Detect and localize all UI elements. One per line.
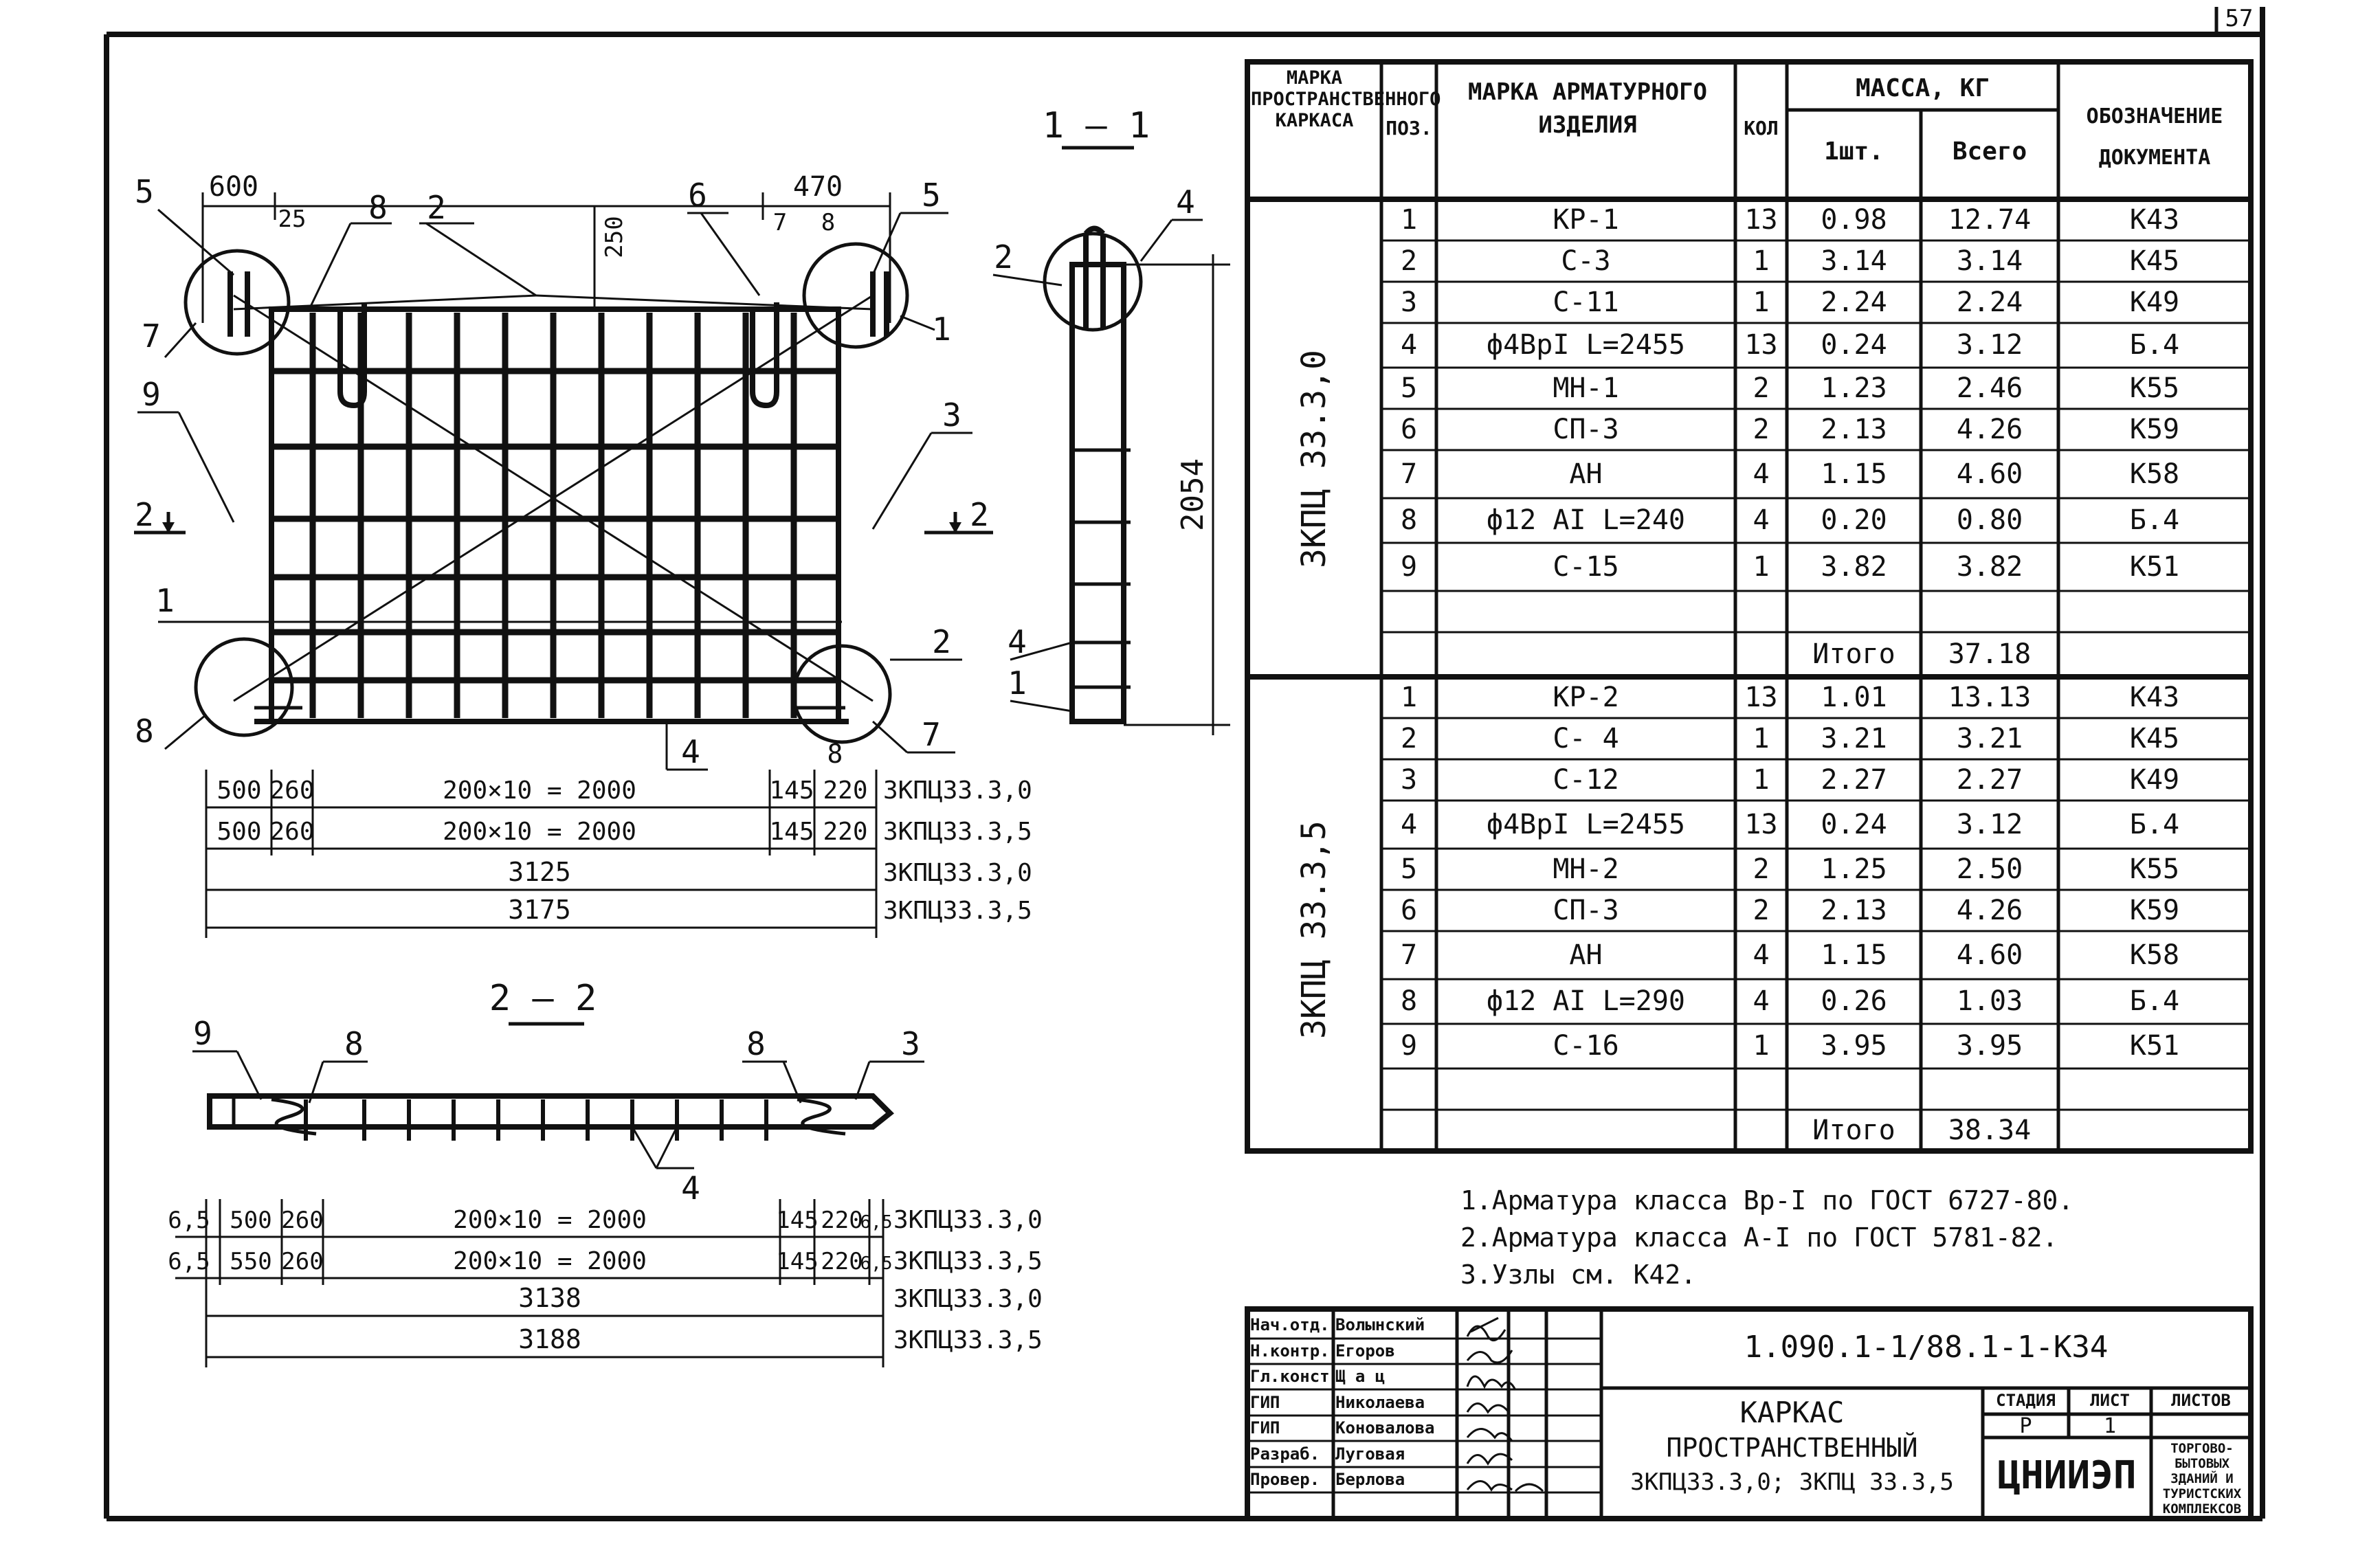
callout-3: 3 <box>942 396 961 434</box>
callout-6: 6 <box>688 177 707 214</box>
dim-total-1: 3125 <box>508 857 571 887</box>
section-2-2-title: 2 – 2 <box>489 978 597 1019</box>
s22-callout-3: 3 <box>901 1025 920 1062</box>
section-2-2: 2 – 2 9 8 8 3 4 <box>168 978 1043 1367</box>
callout-4: 4 <box>681 733 700 770</box>
section-1-1-title: 1 – 1 <box>1043 105 1150 146</box>
callout-5a: 5 <box>135 173 154 210</box>
s22-row2-b: 260 <box>281 1248 323 1275</box>
s11-callout-4b: 4 <box>1008 623 1027 660</box>
s22-total-1: 3138 <box>518 1283 581 1313</box>
callout-7a: 7 <box>773 209 787 236</box>
s22-total-2: 3188 <box>518 1324 581 1354</box>
callout-8b: 8 <box>821 209 835 236</box>
title-block <box>1245 1306 2254 1521</box>
s22-row2-f: 6,5 <box>860 1253 893 1274</box>
s11-callout-4a: 4 <box>1176 183 1195 221</box>
s22-row2-tag: 3КПЦ33.3,5 <box>893 1247 1043 1275</box>
s22-total-2-tag: 3КПЦ33.3,5 <box>893 1326 1043 1354</box>
s22-row2-e: 6,5 <box>168 1248 210 1275</box>
section-1-1-height: 2054 <box>1175 458 1210 531</box>
s22-callout-8a: 8 <box>344 1025 364 1062</box>
dim-row2-c: 145 <box>769 818 814 846</box>
section-2-2-dimensions: 6,5 500 260 200×10 = 2000 145 220 6,5 3К… <box>168 1199 1043 1367</box>
section-markers: 2 2 <box>134 496 993 535</box>
sheet-frame: 57 <box>104 5 2265 1521</box>
dim-row1-a: 500 <box>216 776 261 805</box>
s22-row1-f: 6,5 <box>860 1212 893 1233</box>
dim-row1-c: 145 <box>769 776 814 805</box>
callout-7b: 7 <box>142 317 161 355</box>
dim-250: 250 <box>601 216 628 258</box>
callout-1b: 1 <box>155 582 175 619</box>
callout-2b: 2 <box>932 623 951 660</box>
dim-row1-b: 260 <box>269 776 314 805</box>
s22-callout-8b: 8 <box>746 1025 766 1062</box>
s22-row1-c: 145 <box>776 1207 818 1234</box>
callout-1a: 1 <box>932 311 951 348</box>
dim-row1-d: 220 <box>823 776 867 805</box>
sheet-number: 57 <box>2225 5 2254 32</box>
callout-7c: 7 <box>922 716 941 753</box>
elevation-view: 600 25 250 470 5 8 2 6 7 8 5 7 1 <box>134 171 1032 938</box>
dim-total-1-tag: 3КПЦ33.3,0 <box>883 859 1032 887</box>
callout-5b: 5 <box>922 177 941 214</box>
section-mark-right: 2 <box>970 496 989 533</box>
s22-callout-4: 4 <box>681 1170 700 1207</box>
callout-9: 9 <box>142 376 161 413</box>
signatures <box>1466 1317 1544 1492</box>
s22-row1-d: 220 <box>821 1207 863 1234</box>
s11-callout-1: 1 <box>1008 664 1027 702</box>
dim-row1-mid: 200×10 = 2000 <box>443 776 636 805</box>
s22-row1-mid: 200×10 = 2000 <box>453 1206 647 1234</box>
s22-row2-c: 145 <box>776 1248 818 1275</box>
dim-row2-d: 220 <box>823 818 867 846</box>
callout-2a: 2 <box>427 189 446 226</box>
callout-8c: 8 <box>135 713 154 750</box>
dim-row2-a: 500 <box>216 818 261 846</box>
dim-total-2-tag: 3КПЦ33.3,5 <box>883 897 1032 925</box>
section-mark-left: 2 <box>135 496 154 533</box>
dim-row2-tag: 3КПЦ33.3,5 <box>883 818 1032 846</box>
callout-8a: 8 <box>368 189 388 226</box>
dim-row2-mid: 200×10 = 2000 <box>443 818 636 846</box>
elevation-dimensions: 500 260 200×10 = 2000 145 220 3КПЦ33.3,0… <box>205 770 1032 938</box>
s22-row2-d: 220 <box>821 1248 863 1275</box>
section-1-1: 1 – 1 2054 4 2 4 1 <box>992 105 1230 735</box>
s22-row1-tag: 3КПЦ33.3,0 <box>893 1206 1043 1234</box>
dim-600: 600 <box>209 171 258 203</box>
s22-row1-e: 6,5 <box>168 1207 210 1234</box>
callout-8d: 8 <box>827 739 843 769</box>
s22-row1-a: 500 <box>230 1207 271 1234</box>
s22-row2-a: 550 <box>230 1248 271 1275</box>
s22-row1-b: 260 <box>281 1207 323 1234</box>
dim-total-2: 3175 <box>508 895 571 925</box>
s22-total-1-tag: 3КПЦ33.3,0 <box>893 1285 1043 1313</box>
elevation-callouts: 5 8 2 6 7 8 5 7 1 9 3 1 <box>135 173 972 771</box>
spec-table <box>1245 59 2254 1154</box>
dim-row2-b: 260 <box>269 818 314 846</box>
dim-25: 25 <box>278 205 307 233</box>
s22-callout-9: 9 <box>193 1015 212 1052</box>
s11-callout-2: 2 <box>994 238 1013 276</box>
s22-row2-mid: 200×10 = 2000 <box>453 1247 647 1275</box>
dim-row1-tag: 3КПЦ33.3,0 <box>883 776 1032 805</box>
horizontal-bars <box>271 368 838 684</box>
dim-470: 470 <box>793 171 843 203</box>
